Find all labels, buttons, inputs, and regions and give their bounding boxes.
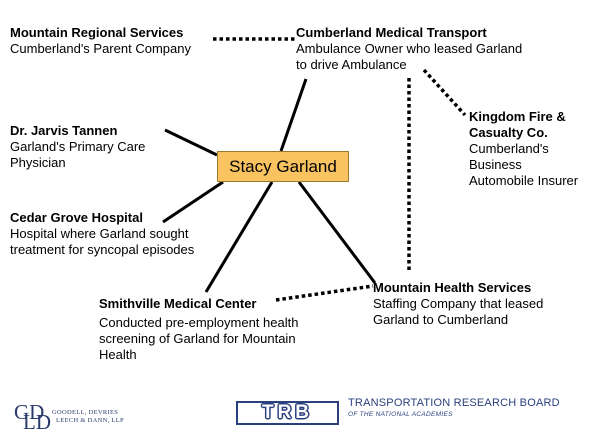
node-desc: treatment for syncopal episodes [10,242,195,257]
node-smithville: Smithville Medical Center Conducted pre-… [99,296,298,363]
node-kingdom-fire: Kingdom Fire & Casualty Co. Cumberland's… [469,109,578,189]
trb-subtitle: OF THE NATIONAL ACADEMIES [348,411,453,418]
link-center-dr-tannen [164,128,218,157]
node-desc: Garland's Primary Care [10,139,146,154]
node-name: Smithville Medical Center [99,296,257,311]
node-desc: Automobile Insurer [469,173,579,188]
node-desc: Garland to Cumberland [373,312,509,327]
node-mountain-health: Mountain Health Services Staffing Compan… [373,280,543,328]
link-smithville-mountain-health [275,284,374,302]
center-node-stacy-garland: Stacy Garland [217,151,349,182]
law-firm-monogram: GD LD [14,400,51,434]
trb-logo-badge: TRB [236,401,339,425]
node-cumberland-medical: Cumberland Medical Transport Ambulance O… [296,25,522,73]
trb-name: TRANSPORTATION RESEARCH BOARD [348,397,560,409]
node-name: Kingdom Fire & [469,109,566,124]
law-firm-logo: GD LD GOODELL, DEVRIES LEECH & DANN, LLP [14,400,174,434]
link-center-smithville [204,181,274,293]
node-name: Cedar Grove Hospital [10,210,143,225]
link-center-cedar-grove [162,180,224,224]
node-desc: Ambulance Owner who leased Garland [296,41,523,56]
law-firm-name: GOODELL, DEVRIES LEECH & DANN, LLP [52,409,124,424]
trb-logo-text: TRANSPORTATION RESEARCH BOARD OF THE NAT… [348,396,560,419]
node-name: Cumberland Medical Transport [296,25,487,40]
node-desc: to drive Ambulance [296,57,407,72]
node-name: Mountain Health Services [373,280,532,295]
node-desc: Conducted pre-employment health [99,315,299,330]
node-desc: Cumberland's Parent Company [10,41,191,56]
node-name-line-2: Casualty Co. [469,125,548,140]
node-name: Dr. Jarvis Tannen [10,123,118,138]
node-desc: Health [99,347,137,362]
node-name: Mountain Regional Services [10,25,184,40]
node-desc: Business [469,157,522,172]
node-desc: Physician [10,155,66,170]
node-mountain-regional: Mountain Regional Services Cumberland's … [10,25,191,57]
node-desc: Staffing Company that leased [373,296,544,311]
node-desc: Cumberland's [469,141,549,156]
link-center-cumberland-medical [279,78,308,152]
node-desc: screening of Garland for Mountain [99,331,296,346]
node-desc: Hospital where Garland sought [10,226,189,241]
node-cedar-grove: Cedar Grove Hospital Hospital where Garl… [10,210,194,258]
node-dr-tannen: Dr. Jarvis Tannen Garland's Primary Care… [10,123,145,171]
link-cumberland-medical-kingdom-fire [422,68,467,117]
link-center-mountain-health [297,181,377,284]
